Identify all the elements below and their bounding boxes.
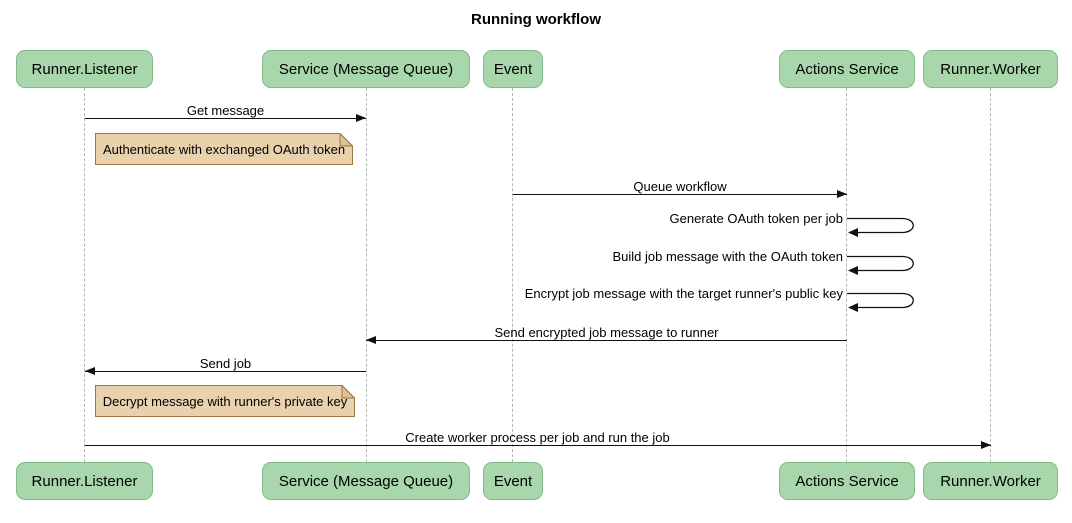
message-line-create-worker	[85, 445, 991, 446]
message-line-get-message	[85, 118, 366, 119]
note-shape	[95, 133, 353, 165]
message-line-send-job	[85, 371, 366, 372]
lifeline-service-message-queue	[366, 88, 367, 462]
actor-event-top: Event	[483, 50, 543, 88]
actor-event-bottom: Event	[483, 462, 543, 500]
message-line-queue-workflow	[513, 194, 847, 195]
arrowhead-right-icon	[837, 189, 847, 198]
actor-runner-listener-bottom: Runner.Listener	[16, 462, 153, 500]
message-label-create-worker: Create worker process per job and run th…	[405, 430, 670, 445]
lifeline-actions-service	[846, 88, 847, 462]
actor-actions-service-bottom: Actions Service	[779, 462, 915, 500]
lifeline-event	[512, 88, 513, 462]
note-authenticate: Authenticate with exchanged OAuth token	[95, 133, 353, 165]
message-line-send-encrypted-job	[366, 340, 847, 341]
diagram-title: Running workflow	[471, 11, 601, 28]
note-shape	[95, 385, 355, 417]
message-label-build-job-message: Build job message with the OAuth token	[612, 249, 843, 264]
actor-runner-worker-top: Runner.Worker	[923, 50, 1058, 88]
actor-runner-worker-bottom: Runner.Worker	[923, 462, 1058, 500]
actor-service-message-queue-bottom: Service (Message Queue)	[262, 462, 470, 500]
arrowhead-right-icon	[981, 440, 991, 449]
self-loop-arrow-icon	[847, 217, 914, 237]
message-label-send-encrypted-job: Send encrypted job message to runner	[494, 325, 719, 340]
note-text: Authenticate with exchanged OAuth token	[102, 141, 346, 157]
message-label-encrypt-job-message: Encrypt job message with the target runn…	[524, 286, 843, 301]
note-decrypt: Decrypt message with runner's private ke…	[95, 385, 355, 417]
message-label-generate-oauth-token: Generate OAuth token per job	[669, 211, 843, 226]
arrowhead-left-icon	[366, 335, 376, 344]
note-text: Decrypt message with runner's private ke…	[102, 393, 348, 409]
actor-runner-listener-top: Runner.Listener	[16, 50, 153, 88]
lifeline-runner-worker	[990, 88, 991, 462]
message-label-send-job: Send job	[199, 356, 252, 371]
message-label-get-message: Get message	[186, 103, 265, 118]
self-loop-arrow-icon	[847, 255, 914, 275]
arrowhead-right-icon	[356, 113, 366, 122]
message-label-queue-workflow: Queue workflow	[633, 179, 727, 194]
self-loop-arrow-icon	[847, 292, 914, 312]
lifeline-runner-listener	[84, 88, 85, 462]
arrowhead-left-icon	[85, 366, 95, 375]
actor-service-message-queue-top: Service (Message Queue)	[262, 50, 470, 88]
actor-actions-service-top: Actions Service	[779, 50, 915, 88]
